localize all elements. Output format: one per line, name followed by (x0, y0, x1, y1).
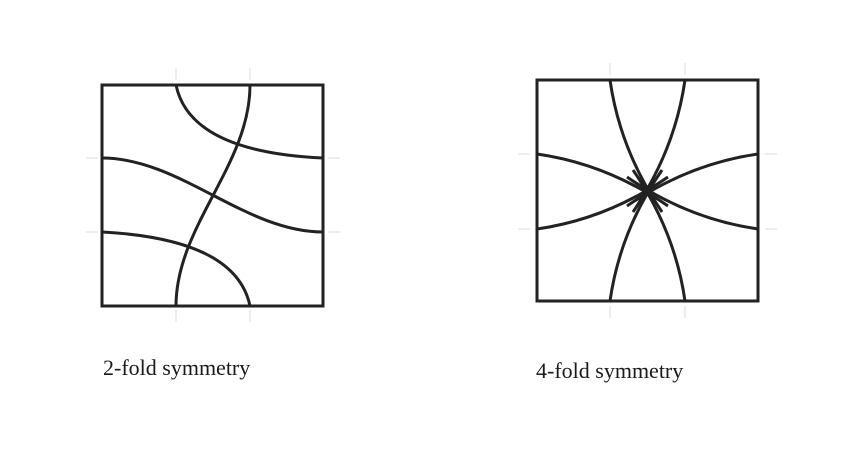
four-fold-arc-bottom-right (631, 169, 687, 302)
four-fold-guide-marks (518, 63, 777, 318)
four-fold-arc-right-upper (626, 152, 759, 208)
four-fold-arc-bottom-left (608, 169, 664, 302)
four-fold-tile (518, 63, 777, 318)
four-fold-arc-right-lower (626, 175, 759, 231)
two-fold-caption: 2-fold symmetry (103, 355, 251, 380)
four-fold-caption: 4-fold symmetry (536, 358, 684, 383)
two-fold-arc-bottom-left (101, 230, 252, 307)
four-fold-arc-left-upper (536, 152, 669, 208)
two-fold-tile-border (100, 83, 325, 308)
two-fold-guide-marks (86, 68, 340, 322)
two-fold-arc-top-right (174, 84, 324, 160)
two-fold-tile (86, 68, 340, 322)
four-fold-tile-border (535, 78, 760, 303)
two-fold-s-curve-vertical (174, 84, 252, 307)
four-fold-arc-left-lower (536, 175, 669, 231)
